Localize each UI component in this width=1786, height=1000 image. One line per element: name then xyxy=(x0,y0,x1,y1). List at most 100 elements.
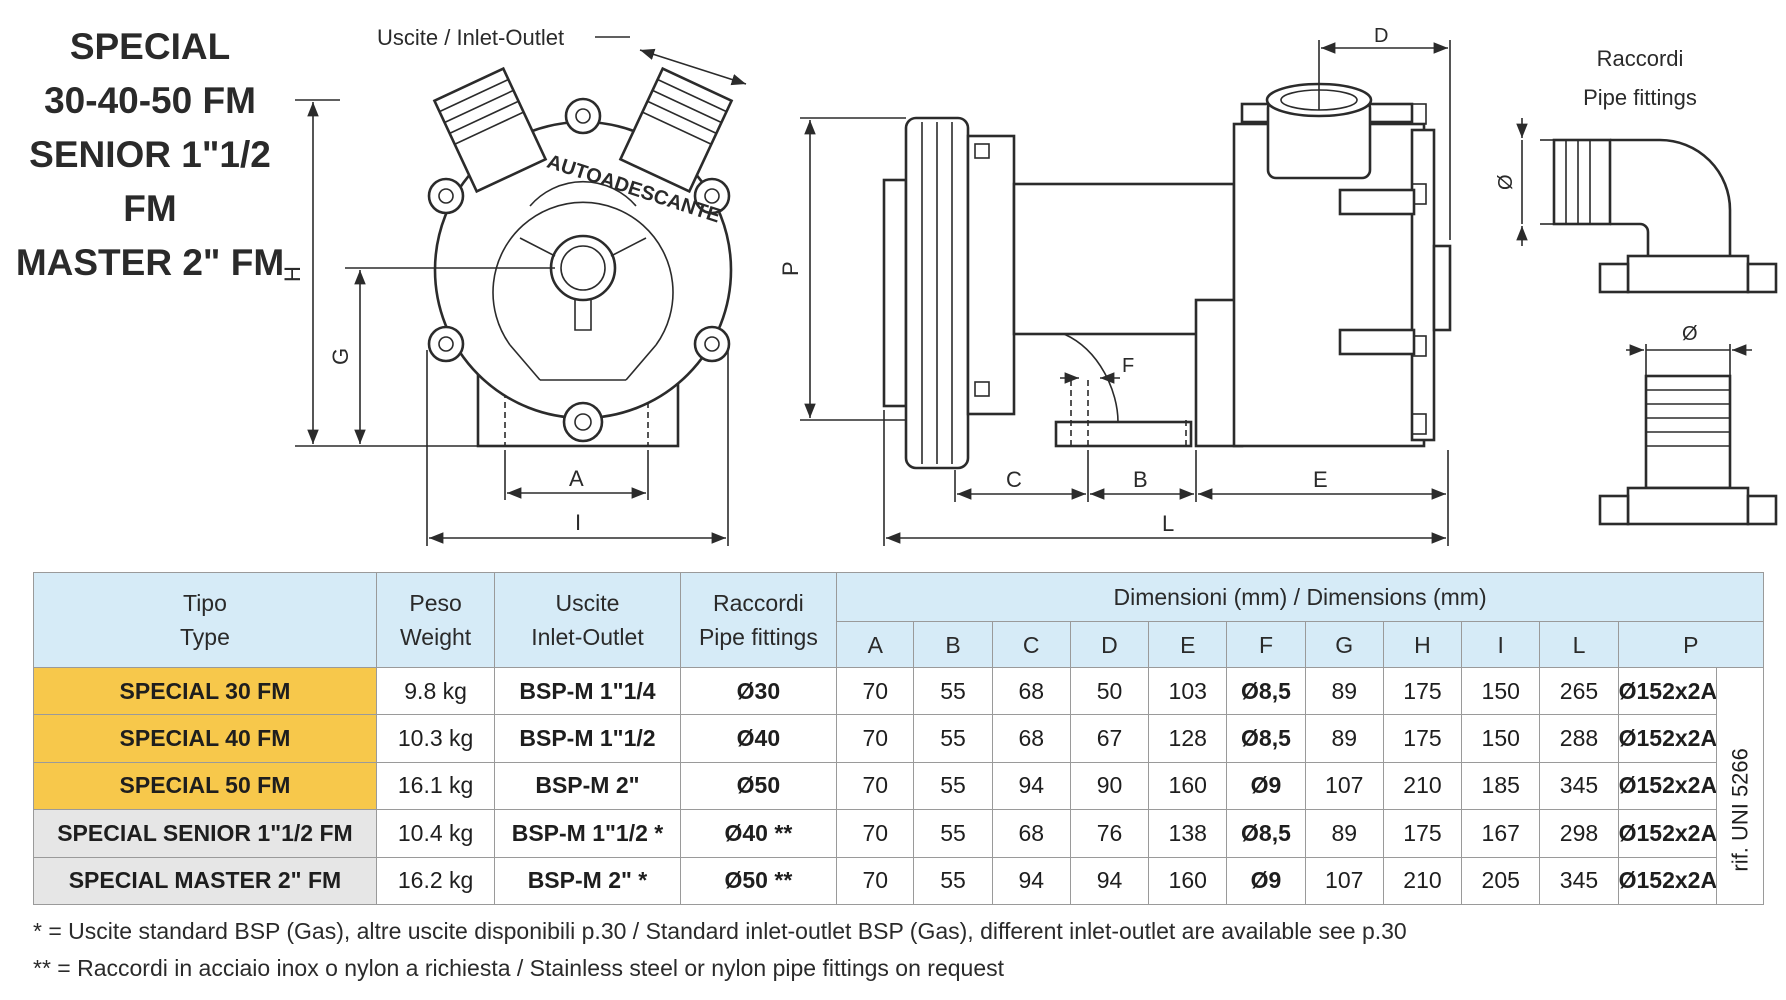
header-weight: Peso Weight xyxy=(375,572,496,668)
dim-C: C xyxy=(1006,467,1022,492)
cell-L: 298 xyxy=(1539,809,1619,858)
cell-P: Ø152x2A xyxy=(1617,714,1718,763)
row-type: SPECIAL 30 FM xyxy=(33,666,377,716)
cell-L: 265 xyxy=(1539,666,1619,716)
header-fittings-it: Raccordi xyxy=(713,590,804,616)
row-fitting: Ø40 ** xyxy=(679,809,838,858)
title-line-2: 30-40-50 FM xyxy=(44,80,256,121)
cell-G: 107 xyxy=(1304,856,1384,906)
cell-E: 103 xyxy=(1148,666,1228,716)
inlet-outlet-label: Uscite / Inlet-Outlet xyxy=(377,25,564,50)
phi-label-1: Ø xyxy=(1495,174,1517,190)
cell-D: 67 xyxy=(1069,714,1150,763)
col-L: L xyxy=(1539,621,1619,668)
header-outlet-it: Uscite xyxy=(555,590,620,616)
header-outlet: Uscite Inlet-Outlet xyxy=(494,572,681,668)
footnote-1: * = Uscite standard BSP (Gas), altre usc… xyxy=(33,918,1407,944)
pipe-fittings-label-it: Raccordi xyxy=(1597,46,1684,71)
rif-note: rif. UNI 5266 xyxy=(1716,714,1764,905)
col-E: E xyxy=(1148,621,1228,668)
header-type: Tipo Type xyxy=(33,572,377,668)
cell-E: 128 xyxy=(1148,714,1228,763)
col-F: F xyxy=(1226,621,1306,668)
pipe-fittings-view: Raccordi Pipe fittings Ø Ø xyxy=(1495,46,1778,526)
cell-F: Ø9 xyxy=(1226,856,1306,906)
front-view: AUTOADESCANTE H G A I Uscite / Inlet-Out… xyxy=(280,25,747,546)
row-fitting: Ø50 ** xyxy=(679,856,838,906)
cell-B: 55 xyxy=(913,809,993,858)
cell-A: 70 xyxy=(836,809,915,858)
title-line-1: SPECIAL xyxy=(69,26,231,67)
header-weight-en: Weight xyxy=(400,624,472,650)
cell-I: 150 xyxy=(1461,666,1541,716)
cell-A: 70 xyxy=(836,761,915,811)
dim-P: P xyxy=(778,261,803,276)
outlet-right xyxy=(618,66,734,194)
technical-drawing: AUTOADESCANTE H G A I Uscite / Inlet-Out… xyxy=(280,25,1778,546)
row-outlet: BSP-M 1"1/2 xyxy=(494,714,681,763)
cell-F: Ø8,5 xyxy=(1226,714,1306,763)
cell-G: 89 xyxy=(1304,809,1384,858)
cell-I: 185 xyxy=(1461,761,1541,811)
cell-E: 160 xyxy=(1148,856,1228,906)
header-outlet-en: Inlet-Outlet xyxy=(531,624,644,650)
row-outlet: BSP-M 2" * xyxy=(494,856,681,906)
row-outlet: BSP-M 1"1/2 * xyxy=(494,809,681,858)
title-line-4: MASTER 2" FM xyxy=(15,242,285,283)
cell-L: 345 xyxy=(1539,761,1619,811)
row-type: SPECIAL 50 FM xyxy=(33,761,377,811)
cell-P: Ø152x2A xyxy=(1617,809,1718,858)
cell-E: 160 xyxy=(1148,761,1228,811)
spec-table: Tipo Type Peso Weight Uscite Inlet-Outle… xyxy=(33,572,1765,906)
cell-I: 150 xyxy=(1461,714,1541,763)
header-fittings-en: Pipe fittings xyxy=(698,624,818,650)
row-weight: 9.8 kg xyxy=(375,666,496,716)
header-fittings: Raccordi Pipe fittings xyxy=(679,572,838,668)
dim-H: H xyxy=(280,266,305,282)
table-row: SPECIAL 50 FM 16.1 kg BSP-M 2" Ø50 70 55… xyxy=(33,761,1764,811)
cell-G: 89 xyxy=(1304,714,1384,763)
cell-G: 107 xyxy=(1304,761,1384,811)
title-line-3: SENIOR 1"1/2 FM xyxy=(29,134,271,229)
cell-C: 68 xyxy=(991,809,1071,858)
dim-D: D xyxy=(1374,25,1388,47)
dim-A: A xyxy=(569,466,584,491)
cell-H: 175 xyxy=(1382,666,1463,716)
cell-C: 68 xyxy=(991,666,1071,716)
table-row: SPECIAL 30 FM 9.8 kg BSP-M 1"1/4 Ø30 70 … xyxy=(33,666,1764,716)
cell-B: 55 xyxy=(913,761,993,811)
col-P: P xyxy=(1617,621,1765,668)
cell-L: 345 xyxy=(1539,856,1619,906)
cell-H: 210 xyxy=(1382,856,1463,906)
col-B: B xyxy=(913,621,993,668)
row-type: SPECIAL SENIOR 1"1/2 FM xyxy=(33,809,377,858)
cell-B: 55 xyxy=(913,714,993,763)
cell-D: 50 xyxy=(1069,666,1150,716)
row-weight: 16.2 kg xyxy=(375,856,496,906)
col-H: H xyxy=(1382,621,1463,668)
row-weight: 10.3 kg xyxy=(375,714,496,763)
cell-P: Ø152x2A xyxy=(1617,856,1718,906)
cell-I: 205 xyxy=(1461,856,1541,906)
cell-H: 210 xyxy=(1382,761,1463,811)
pipe-fittings-label-en: Pipe fittings xyxy=(1583,85,1697,110)
row-fitting: Ø30 xyxy=(679,666,838,716)
cell-L: 288 xyxy=(1539,714,1619,763)
table-row: SPECIAL MASTER 2" FM 16.2 kg BSP-M 2" * … xyxy=(33,856,1764,906)
row-type: SPECIAL 40 FM xyxy=(33,714,377,763)
cell-C: 94 xyxy=(991,856,1071,906)
cell-A: 70 xyxy=(836,666,915,716)
cell-F: Ø8,5 xyxy=(1226,809,1306,858)
row-weight: 16.1 kg xyxy=(375,761,496,811)
dim-I: I xyxy=(575,510,581,535)
cell-H: 175 xyxy=(1382,714,1463,763)
row-fitting: Ø40 xyxy=(679,714,838,763)
header-dimensions: Dimensioni (mm) / Dimensions (mm) xyxy=(836,572,1764,622)
cell-F: Ø9 xyxy=(1226,761,1306,811)
cell-G: 89 xyxy=(1304,666,1384,716)
phi-label-2: Ø xyxy=(1682,323,1698,345)
row-outlet: BSP-M 1"1/4 xyxy=(494,666,681,716)
cell-H: 175 xyxy=(1382,809,1463,858)
cell-C: 94 xyxy=(991,761,1071,811)
row-type: SPECIAL MASTER 2" FM xyxy=(33,856,377,906)
